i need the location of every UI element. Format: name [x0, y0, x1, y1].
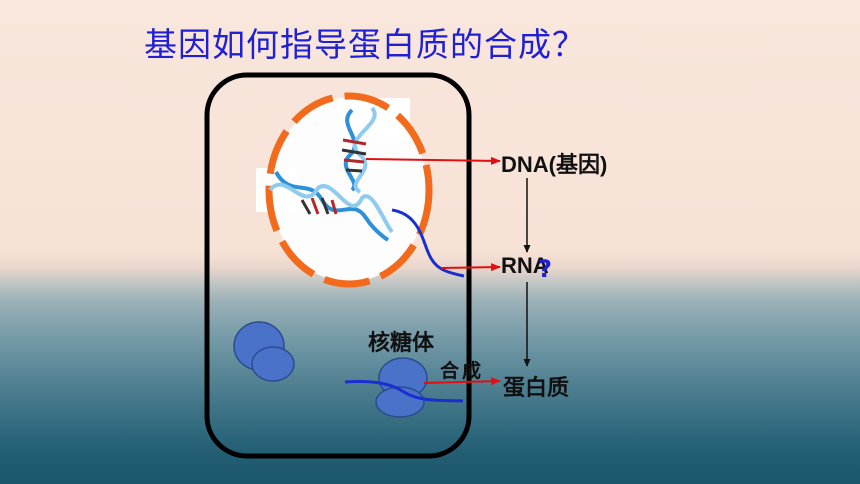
arrow-protein [423, 377, 501, 386]
arrow-rna [440, 263, 501, 272]
dna-helix-icon [341, 106, 377, 194]
ribosome-icon [233, 321, 295, 382]
dna-helix-icon [268, 170, 394, 242]
label-protein: 蛋白质 [503, 375, 570, 400]
label-ribosome: 核糖体 [368, 330, 435, 355]
mrna-strand [391, 208, 465, 278]
question-mark: ? [538, 255, 552, 283]
cell-outline [204, 72, 472, 459]
label-synthesis: 合成 [440, 361, 485, 382]
translating-mrna [344, 380, 464, 403]
ribosome-icon [375, 357, 428, 418]
page-title: 基因如何指导蛋白质的合成？ [144, 25, 586, 64]
nucleus [256, 92, 433, 288]
label-rna: RNA [501, 253, 549, 278]
label-dna: DNA(基因) [501, 152, 608, 177]
arrow-dna [365, 156, 501, 165]
